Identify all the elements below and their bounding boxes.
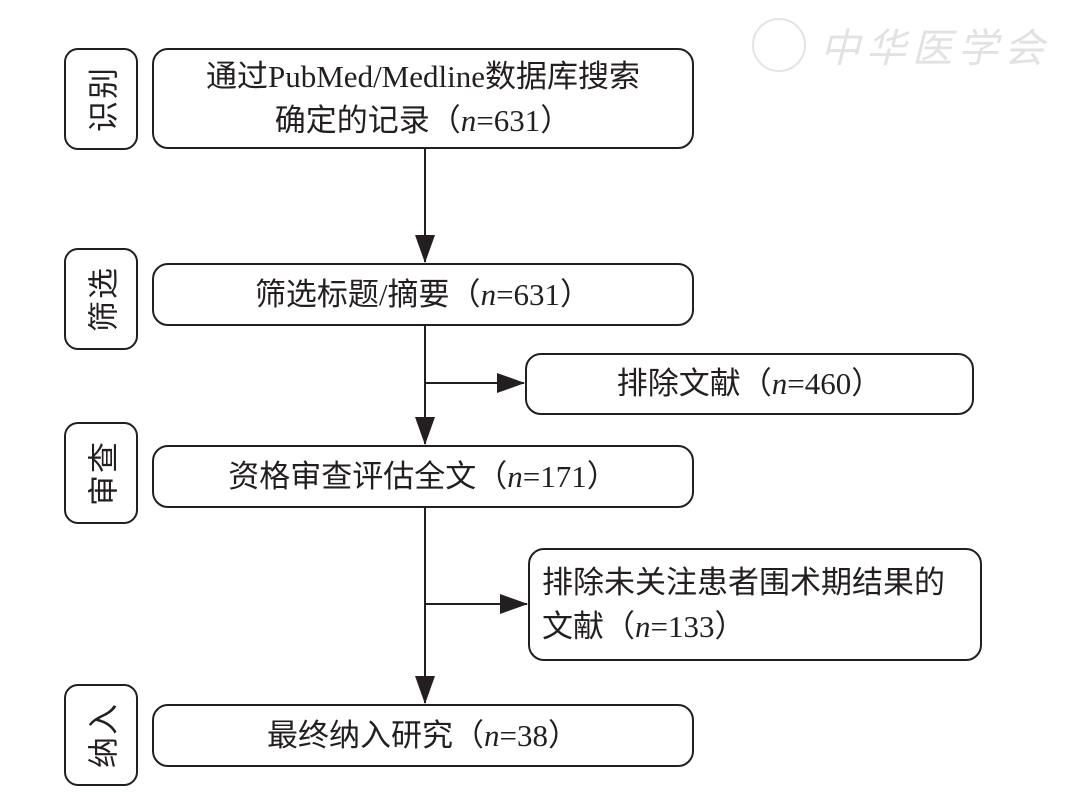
watermark: 中华医学会 — [752, 14, 1052, 76]
box-line-2: 文献（n=133） — [542, 608, 746, 644]
stage-label: 筛选 — [86, 266, 122, 332]
box-line-1: 排除未关注患者围术期结果的 — [542, 564, 945, 600]
box-excluded-full-text: 排除未关注患者围术期结果的 文献（n=133） — [528, 548, 982, 661]
stage-label: 审查 — [86, 440, 122, 506]
box-text: 排除文献（n=460） — [616, 366, 883, 401]
stage-screening: 筛选 — [64, 248, 138, 350]
stage-label: 识别 — [86, 66, 122, 132]
stage-eligibility: 审查 — [64, 422, 138, 524]
box-text: 筛选标题/摘要（n=631） — [254, 276, 592, 312]
box-records-identified: 通过PubMed/Medline数据库搜索 确定的记录（n=631） — [152, 48, 694, 149]
box-line-2: 确定的记录（n=631） — [274, 102, 572, 138]
box-full-text-eligibility: 资格审查评估全文（n=171） — [152, 445, 694, 508]
box-title-abstract-screening: 筛选标题/摘要（n=631） — [152, 263, 694, 326]
box-excluded-records: 排除文献（n=460） — [525, 353, 974, 415]
box-text: 资格审查评估全文（n=171） — [228, 458, 618, 494]
association-seal-icon — [752, 18, 806, 72]
stage-included: 纳入 — [64, 684, 138, 786]
box-text: 最终纳入研究（n=38） — [267, 717, 579, 753]
stage-label: 纳入 — [86, 702, 122, 768]
box-line-1: 通过PubMed/Medline数据库搜索 — [206, 58, 640, 94]
stage-identification: 识别 — [64, 48, 138, 150]
watermark-text: 中华医学会 — [820, 26, 1050, 71]
box-studies-included: 最终纳入研究（n=38） — [152, 704, 694, 767]
